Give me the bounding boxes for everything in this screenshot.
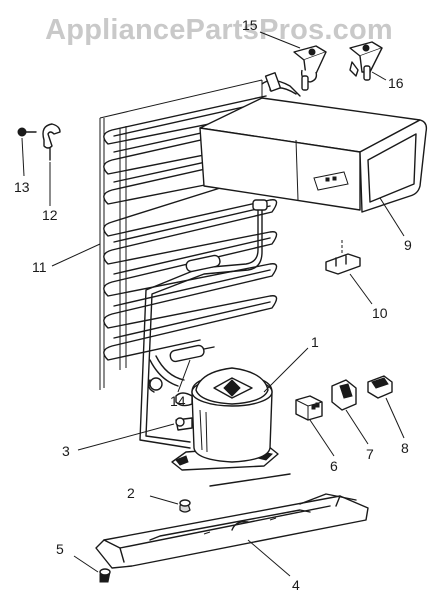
evaporator-label-mark-2 [332,176,337,181]
callout-2: 2 [127,485,135,501]
callout-15: 15 [242,17,258,33]
filter-drier [185,254,221,273]
base-pan [95,473,369,569]
part-2-grommet [179,499,191,513]
callout-6: 6 [330,458,338,474]
evaporator-box [199,72,428,213]
callout-16: 16 [388,75,404,91]
tubing [139,199,268,449]
leader-lines [21,31,405,577]
part-15-clip [293,45,327,83]
callout-4: 4 [292,577,300,593]
part-16-pin [301,65,371,91]
grommet-clip [149,377,163,391]
part-8-cover [367,375,393,399]
part-5-foot [99,568,111,583]
part-12-clip [42,123,61,161]
sensor-bulb [169,344,215,363]
part-6-relay [295,395,323,421]
callouts: 1 2 3 4 5 6 7 8 9 10 11 12 13 14 15 16 [14,17,412,593]
part-13-screw [17,127,37,137]
callout-12: 12 [42,207,58,223]
part-7-overload [331,379,357,411]
part-10-bracket [325,240,361,275]
callout-14: 14 [170,393,186,409]
compressor [147,367,279,471]
callout-7: 7 [366,446,374,462]
callout-9: 9 [404,237,412,253]
watermark-logo: AppliancePartsPros.com [45,14,393,46]
callout-10: 10 [372,305,388,321]
callout-8: 8 [401,440,409,456]
callout-5: 5 [56,541,64,557]
evaporator-label-mark-1 [325,177,330,182]
callout-11: 11 [32,259,47,275]
callout-13: 13 [14,179,30,195]
callout-3: 3 [62,443,70,459]
callout-1: 1 [311,334,319,350]
